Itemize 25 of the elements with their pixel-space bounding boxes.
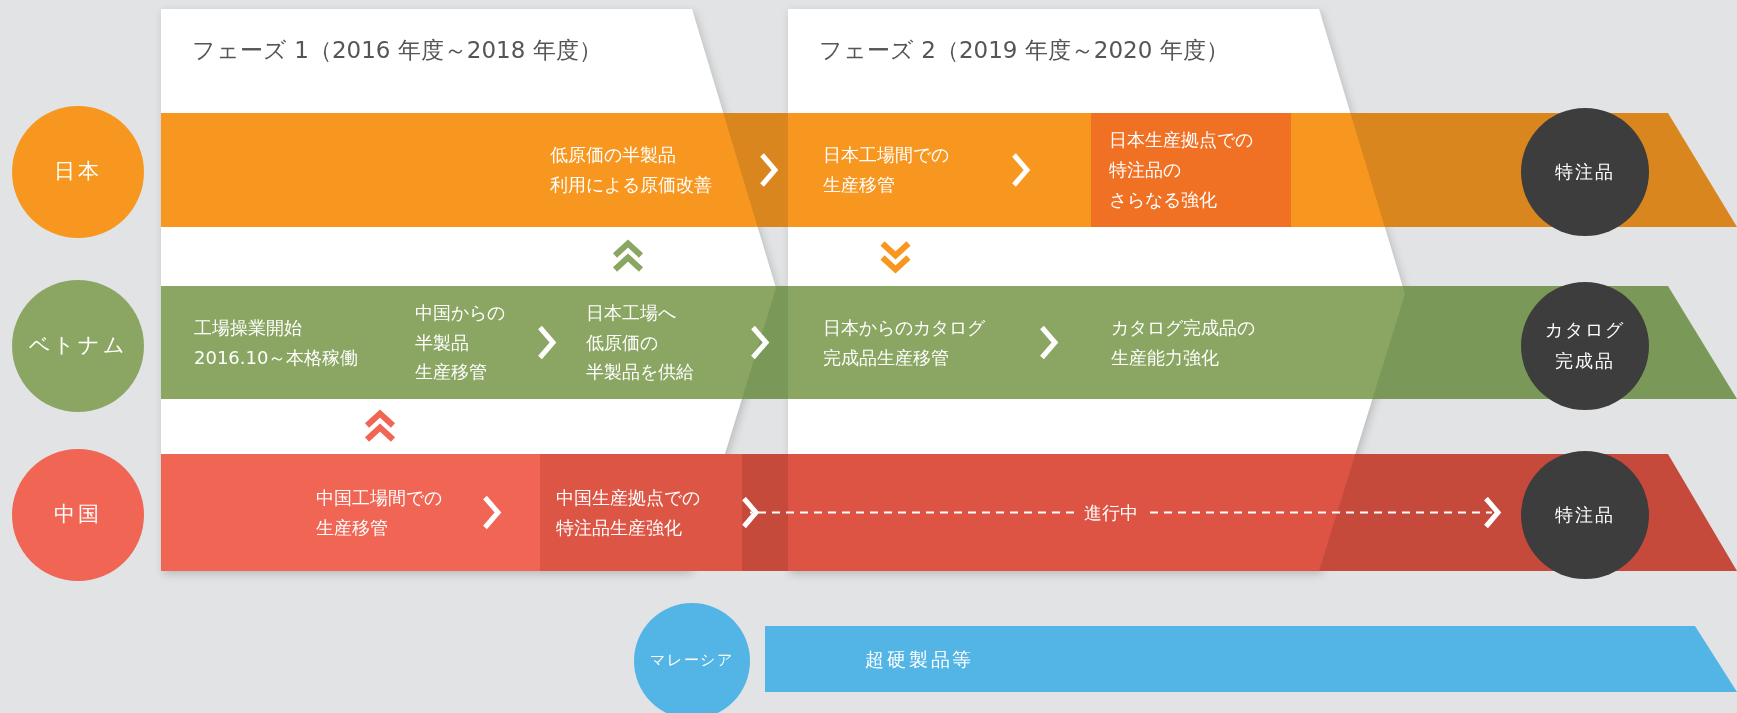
double-chevron-arrow [364,409,396,443]
step-text: 中国からの半製品生産移管 [372,286,534,399]
double-chevron-arrow [879,240,912,274]
country-circle: 中国 [12,449,144,581]
highlight-box: 日本生産拠点での特注品のさらなる強化 [1091,113,1291,227]
step-text: 日本からのカタログ完成品生産移管 [788,286,997,399]
step-text: 日本工場間での生産移管 [788,113,997,227]
chevron-arrow [1040,325,1059,360]
chevron-arrow [751,325,770,360]
chevron-arrow [1012,153,1031,187]
phase-heading: フェーズ 1（2016 年度～2018 年度） [192,36,602,65]
chevron-arrow [760,153,779,187]
chevron-arrow [538,325,557,360]
band-text: 超硬製品等 [865,647,975,672]
dashed-arrow [741,496,1501,529]
country-circle: 日本 [12,106,144,238]
country-circle: マレーシア [634,603,750,713]
double-chevron-arrow [612,239,644,273]
step-text: カタログ完成品の生産能力強化 [1091,286,1291,399]
step-text: 中国工場間での生産移管 [305,454,468,571]
step-text: 工場操業開始2016.10～本格稼働 [180,286,370,399]
phase-heading: フェーズ 2（2019 年度～2020 年度） [819,36,1229,65]
chevron-arrow [483,495,502,530]
country-circle: ベトナム [12,280,144,412]
step-text: 日本工場へ低原価の半製品を供給 [558,286,698,399]
